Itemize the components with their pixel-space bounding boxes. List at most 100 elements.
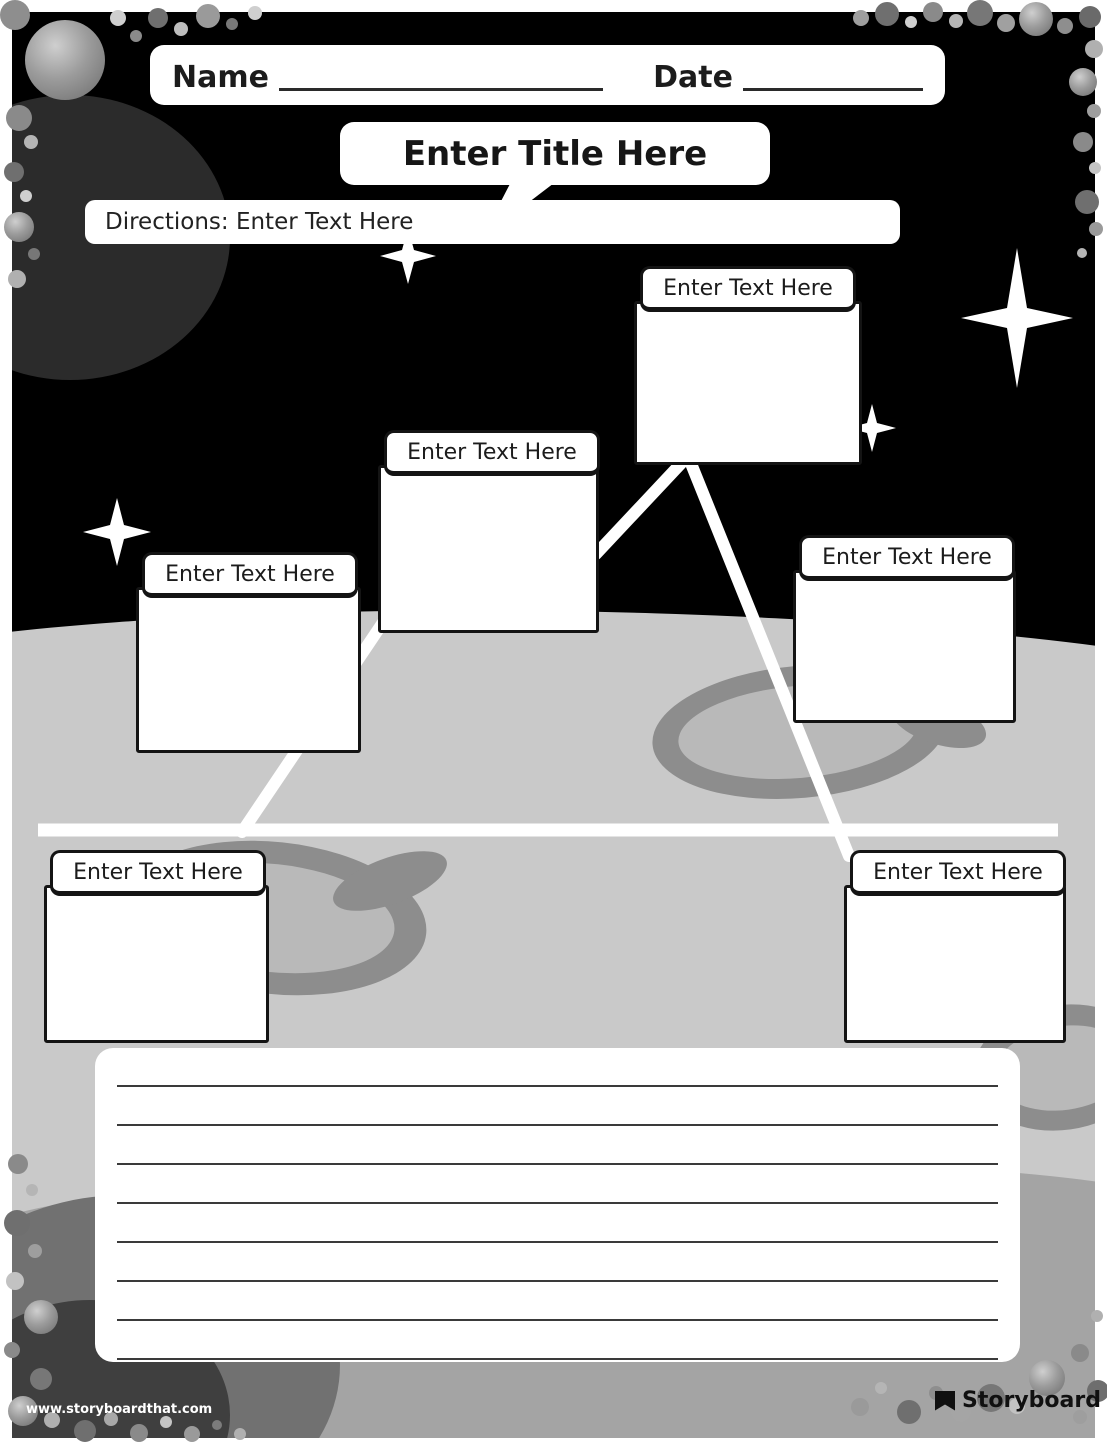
planet-icon: [24, 135, 38, 149]
title-box[interactable]: Enter Title Here: [340, 122, 770, 185]
planet-icon: [1019, 2, 1053, 36]
planet-icon: [110, 10, 126, 26]
concept-box-body[interactable]: [634, 301, 862, 465]
planet-icon: [1075, 190, 1099, 214]
writing-line: [117, 1243, 998, 1282]
planet-icon: [1087, 104, 1101, 118]
planet-icon: [174, 22, 188, 36]
planet-icon: [967, 0, 993, 26]
name-fill-line[interactable]: [278, 62, 604, 91]
planet-cluster-bottom-right: [847, 1300, 1107, 1450]
planet-icon: [1057, 18, 1073, 34]
planet-icon: [1009, 1398, 1025, 1414]
planet-icon: [997, 14, 1015, 32]
planet-icon: [1073, 1410, 1087, 1424]
planet-icon: [4, 212, 34, 242]
concept-box-label[interactable]: Enter Text Here: [850, 850, 1066, 896]
name-label: Name: [172, 60, 269, 95]
connector-line: [590, 450, 694, 560]
planet-icon: [234, 1428, 246, 1440]
planet-icon: [196, 4, 220, 28]
planet-icon: [4, 162, 24, 182]
concept-box-label[interactable]: Enter Text Here: [384, 430, 600, 476]
planet-cluster-top-right: [847, 0, 1107, 270]
planet-icon: [20, 190, 32, 202]
connector-line: [682, 450, 855, 862]
concept-box-body[interactable]: [844, 885, 1066, 1043]
planet-icon: [28, 1244, 42, 1258]
sparkle-star-icon: [83, 498, 151, 566]
writing-line: [117, 1087, 998, 1126]
concept-box-body[interactable]: [378, 465, 599, 633]
directions-text[interactable]: Directions: Enter Text Here: [105, 209, 414, 235]
planet-icon: [1091, 1310, 1103, 1322]
writing-line: [117, 1204, 998, 1243]
website-url: www.storyboardthat.com: [26, 1402, 213, 1417]
planet-icon: [184, 1426, 200, 1442]
planet-icon: [248, 6, 262, 20]
concept-box-label[interactable]: Enter Text Here: [640, 266, 856, 312]
concept-box-label[interactable]: Enter Text Here: [799, 535, 1015, 581]
planet-icon: [148, 8, 168, 28]
planet-icon: [1089, 222, 1103, 236]
planet-icon: [24, 1300, 58, 1334]
planet-icon: [30, 1368, 52, 1390]
writing-line: [117, 1048, 998, 1087]
planet-icon: [1073, 132, 1093, 152]
concept-box-body[interactable]: [793, 570, 1016, 723]
sparkle-star-icon: [961, 248, 1073, 388]
writing-area[interactable]: [95, 1048, 1020, 1362]
planet-icon: [951, 1402, 971, 1422]
planet-icon: [905, 16, 917, 28]
storyboard-logo-text: Storyboard: [962, 1388, 1101, 1413]
writing-lines: [117, 1048, 998, 1360]
planet-icon: [949, 14, 963, 28]
planet-icon: [1029, 1360, 1065, 1396]
writing-line: [117, 1321, 998, 1360]
concept-box-label[interactable]: Enter Text Here: [50, 850, 266, 896]
storyboard-logo-icon: [935, 1390, 955, 1411]
date-fill-line[interactable]: [743, 62, 923, 91]
planet-icon: [26, 1184, 38, 1196]
planet-icon: [1069, 68, 1097, 96]
planet-icon: [1089, 162, 1101, 174]
planet-icon: [226, 18, 238, 30]
planet-icon: [6, 105, 32, 131]
planet-icon: [875, 2, 899, 26]
concept-box-body[interactable]: [136, 587, 361, 753]
planet-icon: [212, 1420, 222, 1430]
planet-icon: [0, 0, 30, 30]
planet-icon: [875, 1382, 887, 1394]
writing-line: [117, 1282, 998, 1321]
planet-icon: [1079, 6, 1101, 28]
directions-box[interactable]: Directions: Enter Text Here: [85, 200, 900, 244]
planet-icon: [897, 1400, 921, 1424]
name-date-box: Name Date: [150, 45, 945, 105]
planet-cluster-top-left: [0, 0, 300, 300]
sparkle-star-icon: [848, 404, 896, 452]
planet-icon: [74, 1420, 96, 1442]
planet-icon: [8, 270, 26, 288]
planet-icon: [130, 1424, 148, 1442]
planet-icon: [104, 1412, 118, 1426]
planet-icon: [4, 1210, 30, 1236]
planet-icon: [25, 20, 105, 100]
planet-icon: [853, 10, 869, 26]
planet-icon: [1071, 1344, 1089, 1362]
planet-icon: [6, 1272, 24, 1290]
page-title[interactable]: Enter Title Here: [402, 133, 708, 174]
planet-icon: [44, 1412, 60, 1428]
planet-icon: [8, 1154, 28, 1174]
planet-icon: [4, 1342, 20, 1358]
planet-icon: [160, 1416, 172, 1428]
concept-box-body[interactable]: [44, 885, 269, 1043]
planet-icon: [8, 1396, 38, 1426]
planet-icon: [130, 30, 142, 42]
sparkle-star-icon: [380, 228, 436, 284]
concept-box-label[interactable]: Enter Text Here: [142, 552, 358, 598]
planet-icon: [1077, 248, 1087, 258]
planet-icon: [923, 2, 943, 22]
storyboard-logo: Storyboard: [935, 1388, 1101, 1413]
planet-icon: [977, 1384, 1005, 1412]
